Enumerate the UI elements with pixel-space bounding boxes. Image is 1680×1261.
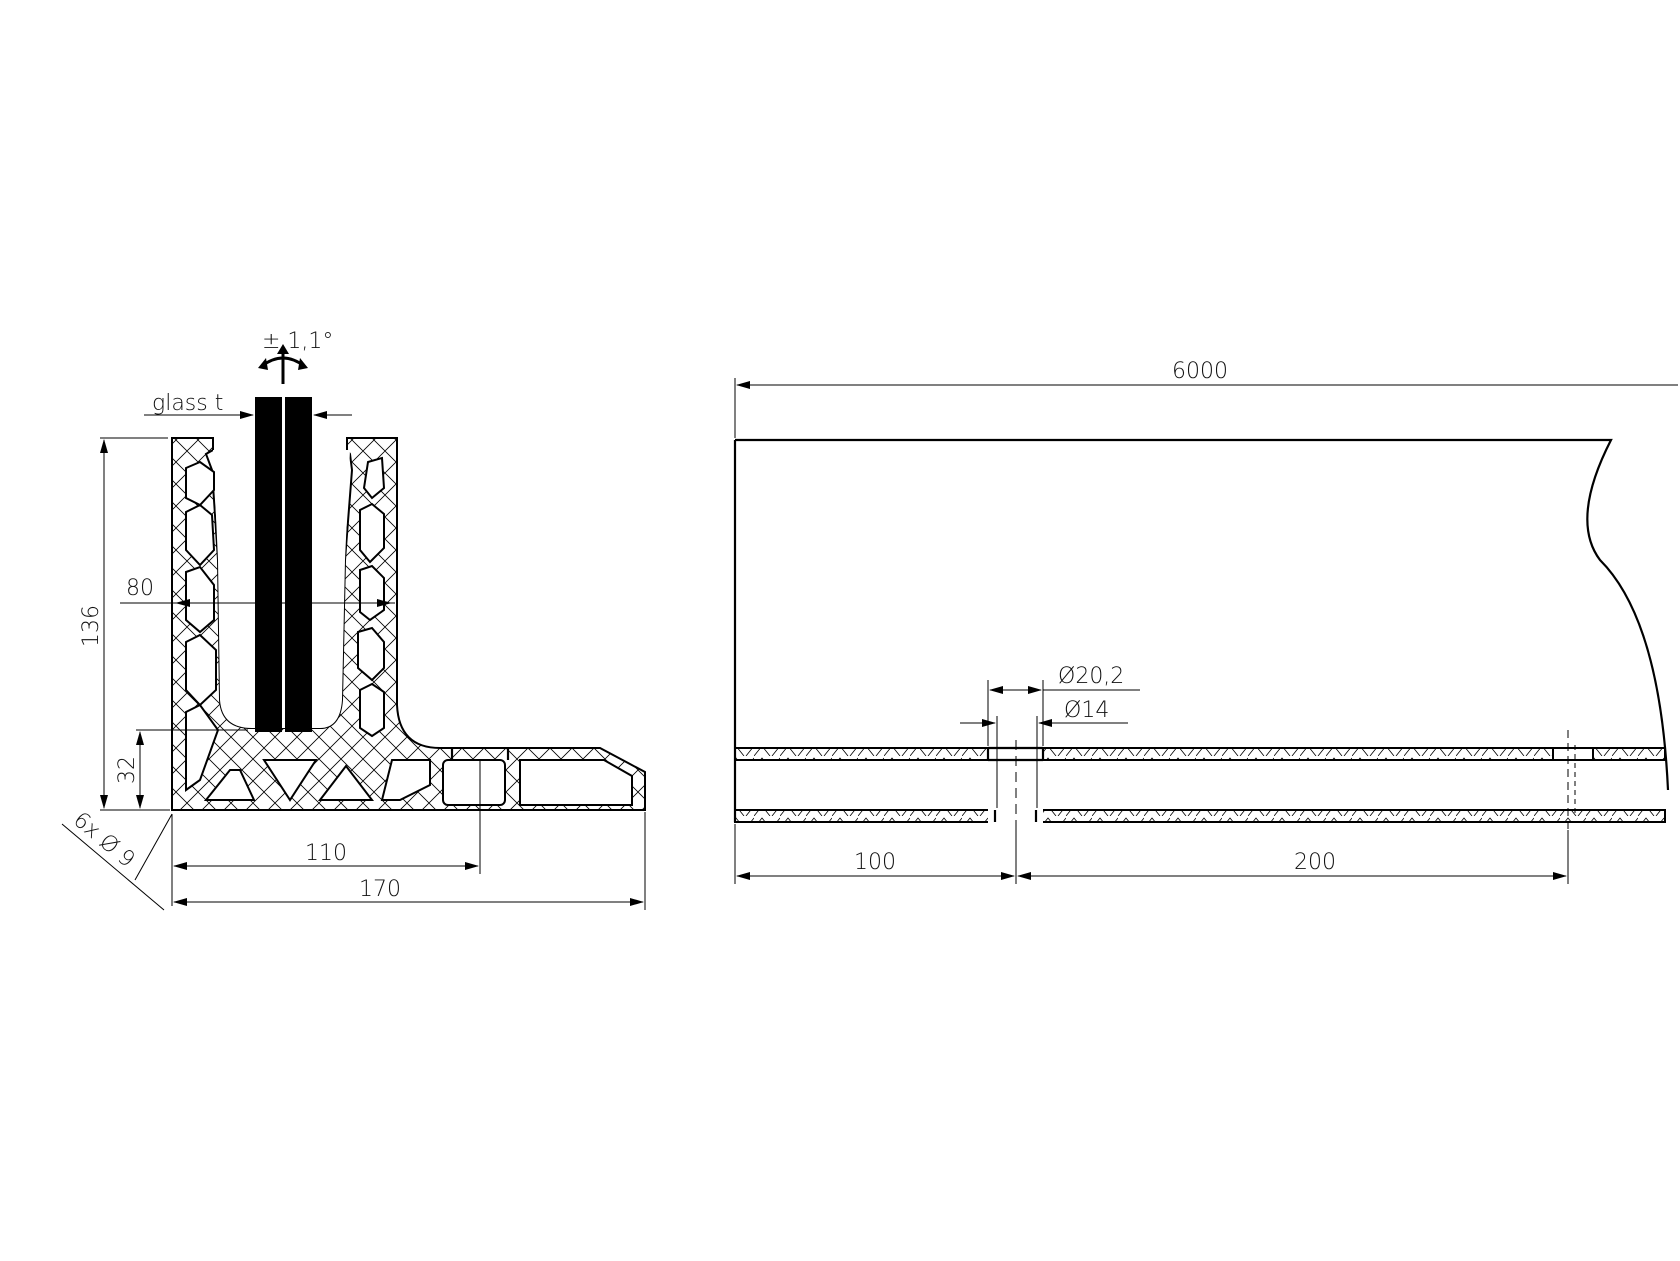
- hole-inner-label: Ø14: [1064, 698, 1109, 723]
- hole-count-label: 6x: [68, 807, 105, 844]
- lower-flange: [734, 809, 1666, 823]
- cavity-b6: [519, 759, 633, 806]
- cavity-r5: [359, 682, 385, 738]
- width-170-dim: 170: [173, 812, 646, 910]
- cavity-l5: [185, 703, 220, 792]
- cavity-r2: [359, 502, 385, 564]
- cavity-b1: [203, 769, 256, 801]
- upper-flange: [734, 747, 1666, 761]
- hole-note: 6x Ø 9: [61, 807, 173, 911]
- side-view: Ø20,2 Ø14 6000 100 200: [733, 359, 1678, 884]
- side-outline: [733, 438, 1670, 822]
- tilt-label: ± 1,1°: [262, 329, 333, 354]
- cavity-r1: [362, 456, 386, 500]
- glass-pane-right: [285, 397, 312, 732]
- length-6000-dim: 6000: [734, 359, 1678, 438]
- width-110-dim: 110: [171, 760, 481, 906]
- hole-outer-dim: Ø20,2: [987, 664, 1140, 746]
- tilt-indicator: ± 1,1°: [258, 329, 333, 384]
- cavity-b2: [262, 759, 318, 802]
- cavity-b3: [317, 764, 375, 801]
- section-view: ± 1,1° glass t 136 32 80: [61, 329, 646, 911]
- hole-size-label: 9: [113, 845, 140, 873]
- width-80-dim: 80: [120, 576, 395, 607]
- cavity-l1: [185, 460, 215, 507]
- hole-cut-lower: [988, 808, 1043, 824]
- length-6000-label: 6000: [1172, 359, 1228, 384]
- cavity-b4: [380, 759, 431, 801]
- hole-spacing-dims: 100 200: [734, 824, 1569, 884]
- spacing-200-label: 200: [1294, 850, 1336, 875]
- height-136-dim: 136: [79, 437, 168, 809]
- cavity-r3: [359, 564, 385, 622]
- glass-pane-left: [255, 397, 282, 732]
- cavity-l2: [185, 503, 216, 567]
- height-32-dim: 32: [100, 729, 248, 811]
- width-80-label: 80: [126, 576, 154, 601]
- cavity-r4: [357, 626, 385, 682]
- offset-100-label: 100: [854, 850, 896, 875]
- glass-label: glass t: [152, 391, 223, 416]
- cavity-b5: [442, 759, 506, 806]
- hole-cut-upper: [988, 746, 1043, 762]
- height-136-label: 136: [79, 605, 104, 647]
- cavity-l4: [185, 633, 217, 707]
- hole-inner-dim: Ø14: [960, 698, 1128, 727]
- hole-outer-label: Ø20,2: [1058, 664, 1124, 689]
- width-110-label: 110: [305, 841, 347, 866]
- cavity-l3: [185, 565, 215, 634]
- glass-thickness-dim: glass t: [144, 391, 352, 419]
- hole2-cut: [1552, 747, 1594, 761]
- width-170-label: 170: [359, 877, 401, 902]
- height-32-label: 32: [115, 756, 140, 784]
